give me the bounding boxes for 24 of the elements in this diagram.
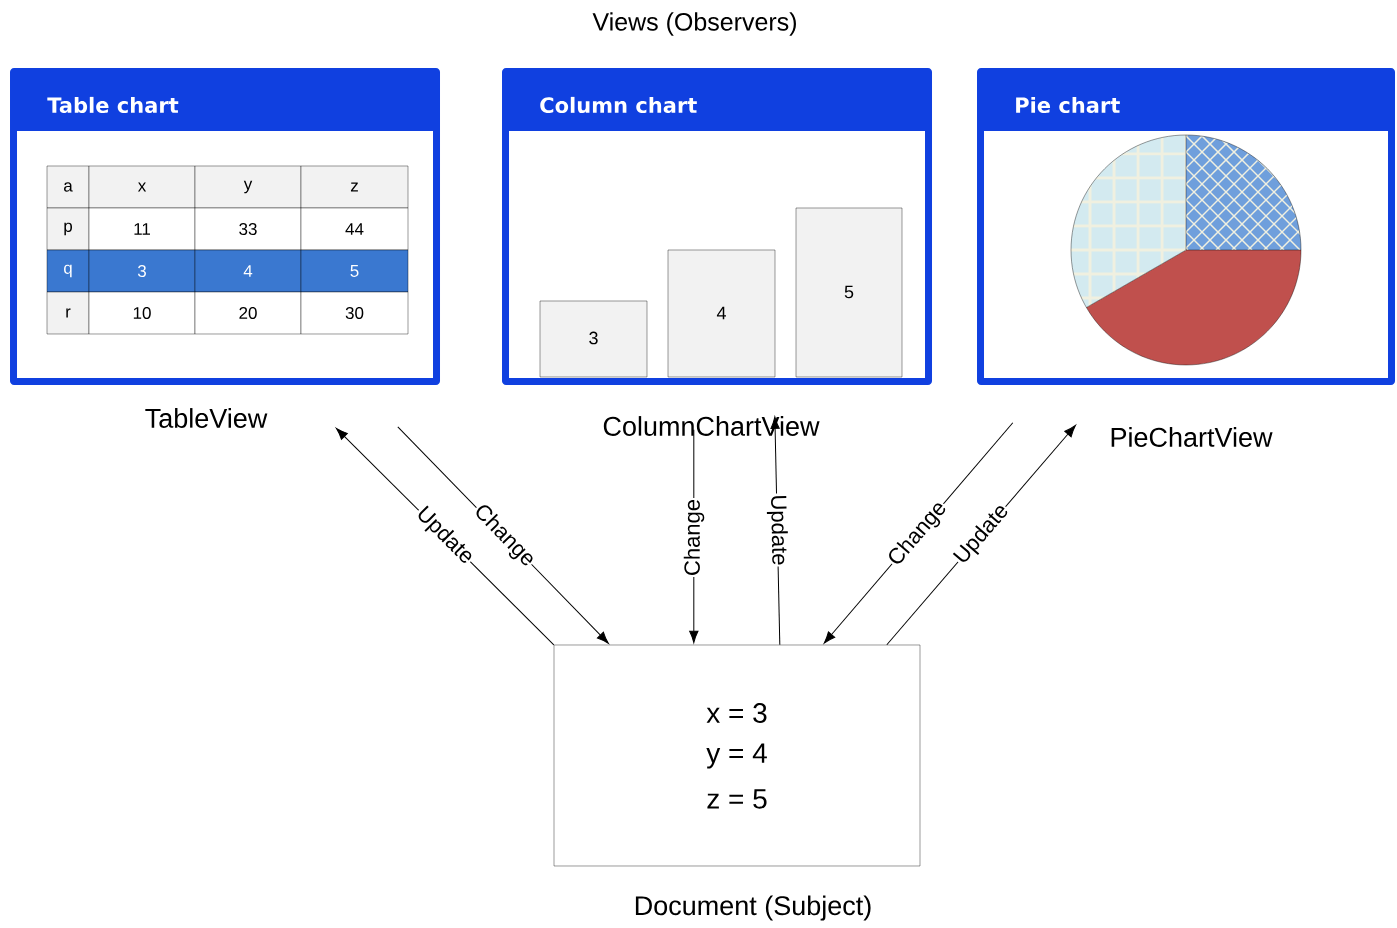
table-cell: a (46, 165, 90, 209)
table-cell: q (46, 249, 90, 293)
table-cell: z (300, 165, 409, 209)
title: Views (Observers) (592, 12, 796, 36)
table-cell: 33 (194, 207, 302, 251)
edge-label: Change (682, 497, 706, 578)
table-cell: y (194, 165, 302, 209)
table-cell: 5 (300, 249, 409, 293)
table-cell: p (46, 207, 90, 251)
view-label: TableView (145, 408, 268, 428)
table-cell: 44 (300, 207, 409, 251)
table-cell: 4 (194, 249, 302, 293)
document-box: x = 3 y = 4 z = 5 (553, 644, 921, 867)
bar-value: 3 (589, 331, 598, 345)
edge-label: Update (765, 493, 790, 567)
table-cell: 10 (88, 291, 196, 335)
table-cell: 20 (194, 291, 302, 335)
table-cell: r (46, 291, 90, 335)
bar-value: 4 (716, 306, 726, 320)
table-cell: 11 (88, 207, 196, 251)
view-label: Document (Subject) (635, 895, 871, 921)
table-cell: 30 (300, 291, 409, 335)
view-label: PieChartView (1111, 427, 1273, 447)
bar-value: 5 (844, 285, 854, 299)
